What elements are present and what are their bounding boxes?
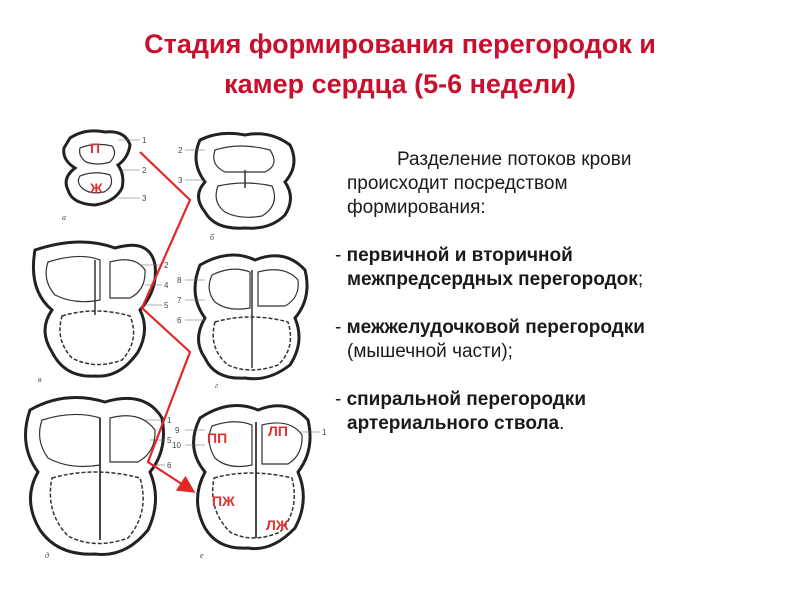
title-weeks: (5-6 недели) — [414, 69, 576, 99]
item-3-bold-2: артериального ствола — [347, 413, 560, 434]
svg-text:е: е — [200, 551, 204, 560]
svg-text:6: 6 — [167, 461, 172, 470]
list-item-atrial-septa: - первичной и вторичной межпредсердных п… — [335, 244, 780, 292]
progression-arrow — [139, 151, 196, 493]
svg-text:г: г — [215, 381, 218, 390]
label-pp: ПП — [207, 430, 227, 446]
title-line-1: Стадия формирования перегородок и — [144, 29, 656, 59]
item-1-bold-2: межпредсердных перегородок — [347, 269, 638, 290]
list-item-ventricular-septum: - межжелудочковой перегородки (мышечной … — [335, 316, 780, 364]
svg-text:3: 3 — [142, 194, 147, 203]
svg-text:б: б — [210, 233, 215, 242]
label-pzh: ПЖ — [212, 493, 235, 509]
item-3-end: . — [559, 413, 565, 434]
svg-text:в: в — [38, 375, 42, 384]
description-text: Разделение потоков крови происходит поср… — [335, 148, 780, 460]
svg-text:2: 2 — [142, 166, 147, 175]
label-zh: Ж — [89, 180, 103, 196]
item-2-normal: (мышечной части); — [347, 341, 513, 362]
item-2-bold: межжелудочковой перегородки — [346, 317, 645, 338]
svg-text:2: 2 — [164, 261, 169, 270]
intro-line-3: формирования: — [347, 197, 486, 218]
intro-line-1: Разделение потоков крови — [397, 149, 632, 170]
svg-text:7: 7 — [177, 296, 182, 305]
svg-text:6: 6 — [177, 316, 182, 325]
item-3-bold-1: спиральной перегородки — [346, 389, 586, 410]
intro-paragraph: Разделение потоков крови происходит поср… — [335, 148, 780, 220]
svg-text:а: а — [62, 213, 66, 222]
heart-panel-a: П Ж 1 2 3 а — [62, 129, 147, 222]
svg-text:2: 2 — [178, 146, 183, 155]
heart-panel-d: 8 7 6 г — [177, 253, 309, 390]
item-2-dash: - — [335, 317, 347, 338]
svg-text:д: д — [45, 551, 49, 560]
item-3-dash: - — [335, 389, 347, 410]
svg-text:1: 1 — [142, 136, 147, 145]
heart-development-figure: П Ж 1 2 3 а 2 3 б 2 4 5 в — [24, 129, 327, 560]
svg-text:5: 5 — [164, 301, 169, 310]
svg-text:5: 5 — [167, 436, 172, 445]
svg-text:4: 4 — [164, 281, 169, 290]
title-line-2: камер сердца — [224, 69, 415, 99]
svg-text:8: 8 — [177, 276, 182, 285]
item-1-bold-1: первичной и вторичной — [346, 245, 573, 266]
heart-panel-c: 2 4 5 в — [31, 240, 169, 384]
heart-panel-e: 1 5 6 д — [24, 396, 172, 560]
intro-line-2: происходит посредством — [347, 173, 568, 194]
list-item-spiral-septum: - спиральной перегородки артериального с… — [335, 388, 780, 436]
item-1-end: ; — [637, 269, 644, 290]
label-lp: ЛП — [268, 423, 288, 439]
svg-text:9: 9 — [175, 426, 180, 435]
svg-text:1: 1 — [167, 416, 172, 425]
slide-title: Стадия формирования перегородок и камер … — [0, 24, 800, 104]
heart-panel-f: 9 10 1 ПП ЛП ПЖ ЛЖ е — [172, 404, 327, 560]
svg-text:3: 3 — [178, 176, 183, 185]
label-lzh: ЛЖ — [266, 517, 289, 533]
heart-panel-b: 2 3 б — [178, 131, 296, 242]
svg-text:1: 1 — [322, 428, 327, 437]
label-p: П — [90, 140, 100, 156]
svg-text:10: 10 — [172, 441, 181, 450]
item-1-dash: - — [335, 245, 347, 266]
